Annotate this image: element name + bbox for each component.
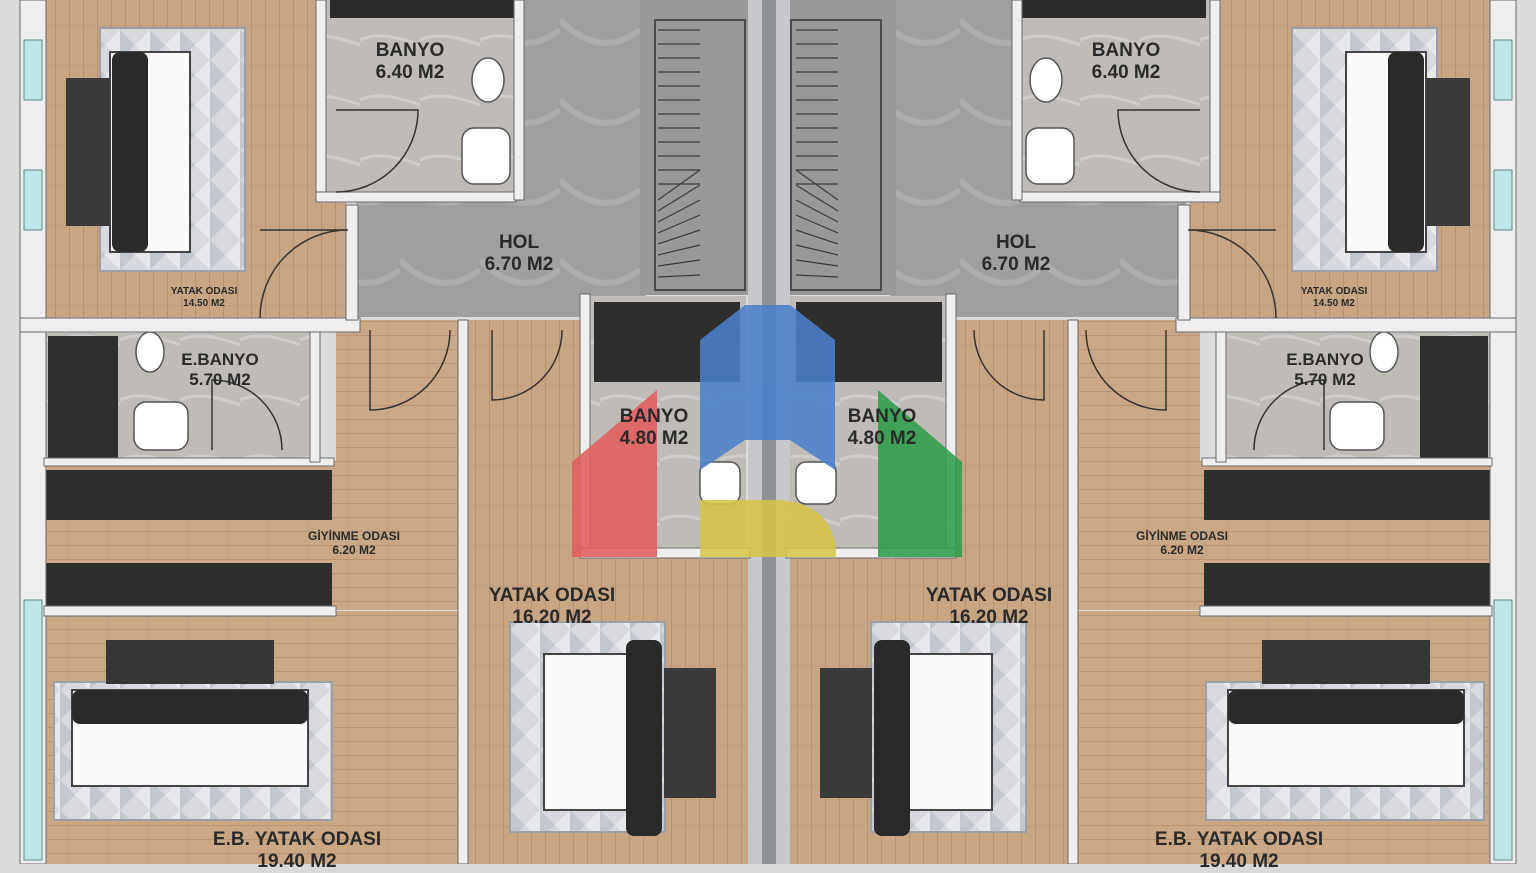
bed-top-right <box>1345 51 1470 253</box>
bed-mid-right <box>820 640 993 836</box>
watermark-logo <box>572 305 962 557</box>
bed-mid-left <box>543 640 716 836</box>
bed-bottom-left <box>71 640 309 787</box>
bed-top-left <box>66 51 191 253</box>
bed-bottom-right <box>1227 640 1465 787</box>
stairs-right <box>786 0 896 295</box>
